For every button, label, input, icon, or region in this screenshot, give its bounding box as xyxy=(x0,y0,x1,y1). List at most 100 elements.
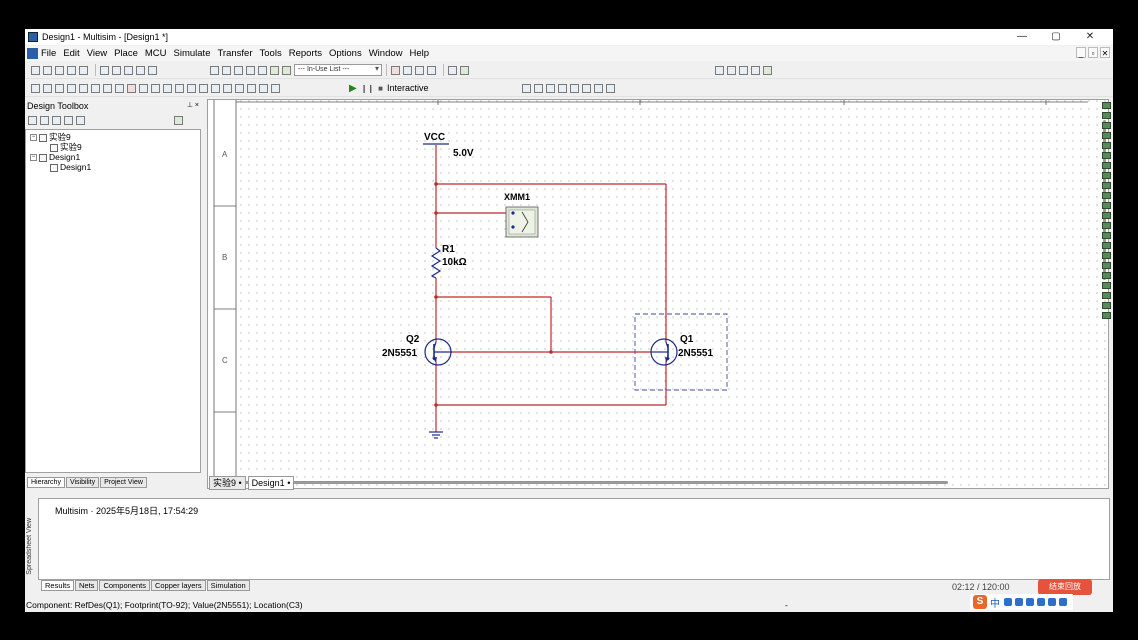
probe-clear-icon[interactable] xyxy=(606,83,616,93)
tab-visibility[interactable]: Visibility xyxy=(65,477,100,488)
new-design-icon[interactable] xyxy=(28,115,37,125)
cut-icon[interactable] xyxy=(100,65,109,75)
transfer-icon[interactable] xyxy=(403,65,412,75)
ni-elvis-icon[interactable] xyxy=(1102,302,1111,309)
agilent-oscilloscope-icon[interactable] xyxy=(1102,262,1111,269)
probe-digital-icon[interactable] xyxy=(582,83,592,93)
power-component-icon[interactable] xyxy=(151,83,160,93)
ime-toolbox-icon[interactable] xyxy=(1048,598,1056,606)
zoom-area-icon[interactable] xyxy=(739,65,748,75)
advanced-peripherals-icon[interactable] xyxy=(175,83,184,93)
ttl-component-icon[interactable] xyxy=(91,83,100,93)
network-analyzer-icon[interactable] xyxy=(1102,232,1111,239)
vertical-scrollbar[interactable] xyxy=(1102,102,1107,486)
tab-design1[interactable]: Design1 • xyxy=(247,476,295,490)
tree-node-sheet[interactable]: Design1 xyxy=(28,162,198,172)
zoom-sheet-icon[interactable] xyxy=(751,65,760,75)
zoom-fit-icon[interactable] xyxy=(763,65,772,75)
basic-component-icon[interactable] xyxy=(43,83,52,93)
menu-mcu[interactable]: MCU xyxy=(144,48,167,59)
spectrum-analyzer-icon[interactable] xyxy=(1102,222,1111,229)
erc-icon[interactable] xyxy=(391,65,400,75)
collapse-icon[interactable]: − xyxy=(30,134,37,142)
in-use-list-dropdown[interactable]: --- In-Use List --- xyxy=(294,64,382,76)
collapse-icon[interactable]: − xyxy=(30,154,37,162)
new-file-icon[interactable] xyxy=(31,65,40,75)
open-file-icon[interactable] xyxy=(43,65,52,75)
logic-analyzer-icon[interactable] xyxy=(1102,192,1111,199)
save-design-icon[interactable] xyxy=(52,115,61,125)
source-component-icon[interactable] xyxy=(31,83,40,93)
undo-icon[interactable] xyxy=(136,65,145,75)
zoom-out-icon[interactable] xyxy=(727,65,736,75)
measurement-probe-icon[interactable] xyxy=(1102,282,1111,289)
wire-icon[interactable] xyxy=(271,83,280,93)
multimeter-xmm1[interactable]: XMM1 xyxy=(504,192,539,238)
database-icon[interactable] xyxy=(234,65,243,75)
paste-icon[interactable] xyxy=(124,65,133,75)
labview-instrument-icon[interactable] xyxy=(1102,292,1111,299)
print-preview-icon[interactable] xyxy=(79,65,88,75)
back-annotate-icon[interactable] xyxy=(415,65,424,75)
sogou-ime-icon[interactable]: S xyxy=(973,595,987,609)
transistor-component-icon[interactable] xyxy=(67,83,76,93)
probe-power-icon[interactable] xyxy=(546,83,556,93)
component-wizard-icon[interactable] xyxy=(246,65,255,75)
agilent-generator-icon[interactable] xyxy=(1102,242,1111,249)
toolbox-pin-close[interactable]: ⊥ × xyxy=(186,102,199,109)
menu-options[interactable]: Options xyxy=(328,48,362,59)
copy-icon[interactable] xyxy=(112,65,121,75)
tab-simulation[interactable]: Simulation xyxy=(206,580,250,591)
current-probe-icon[interactable] xyxy=(1102,312,1111,319)
zoom-in-icon[interactable] xyxy=(715,65,724,75)
probe-current-icon[interactable] xyxy=(534,83,544,93)
delete-design-icon[interactable] xyxy=(76,115,85,125)
probe-settings-icon[interactable] xyxy=(594,83,604,93)
end-replay-button[interactable]: 结束回放 xyxy=(1038,579,1092,595)
bus-icon[interactable] xyxy=(259,83,268,93)
close-design-icon[interactable] xyxy=(64,115,73,125)
misc-component-icon[interactable] xyxy=(163,83,172,93)
agilent-multimeter-icon[interactable] xyxy=(1102,252,1111,259)
find-examples-icon[interactable] xyxy=(448,65,457,75)
electrical-rules-icon[interactable] xyxy=(270,65,279,75)
mcu-component-icon[interactable] xyxy=(235,83,244,93)
netlist-icon[interactable] xyxy=(282,65,291,75)
menu-file[interactable]: File xyxy=(41,48,57,59)
logic-converter-icon[interactable] xyxy=(1102,182,1111,189)
menu-view[interactable]: View xyxy=(86,48,108,59)
forward-annotate-icon[interactable] xyxy=(427,65,436,75)
tab-components[interactable]: Components xyxy=(99,580,150,591)
ime-voice-icon[interactable] xyxy=(1015,598,1023,606)
ime-menu-icon[interactable] xyxy=(1059,598,1067,606)
run-simulation-icon[interactable]: ▶ xyxy=(349,82,357,94)
tab-copper-layers[interactable]: Copper layers xyxy=(150,580,206,591)
doc-minimize-button[interactable]: _ xyxy=(1076,47,1086,58)
toolbox-options-icon[interactable] xyxy=(174,115,183,125)
doc-restore-button[interactable]: ▫ xyxy=(1088,47,1098,58)
stop-simulation-icon[interactable]: ■ xyxy=(378,83,383,93)
menu-edit[interactable]: Edit xyxy=(63,48,80,59)
pause-simulation-icon[interactable]: ❙❙ xyxy=(360,83,375,93)
tab-experiment9[interactable]: 实验9 • xyxy=(209,476,246,490)
menu-simulate[interactable]: Simulate xyxy=(173,48,211,59)
ime-language-toggle[interactable]: 中 xyxy=(990,598,1000,610)
frequency-counter-icon[interactable] xyxy=(1102,162,1111,169)
postprocessor-icon[interactable] xyxy=(258,65,267,75)
tab-hierarchy[interactable]: Hierarchy xyxy=(27,477,65,488)
word-generator-icon[interactable] xyxy=(1102,172,1111,179)
scroll-thumb[interactable] xyxy=(222,481,948,484)
menu-tools[interactable]: Tools xyxy=(259,48,282,59)
redo-icon[interactable] xyxy=(148,65,157,75)
analog-component-icon[interactable] xyxy=(79,83,88,93)
wires[interactable] xyxy=(435,145,667,432)
maximize-button[interactable]: ▢ xyxy=(1051,31,1061,42)
resistor-r1[interactable]: R1 10kΩ xyxy=(430,244,467,279)
tree-node-project[interactable]: −实验9 xyxy=(28,132,198,142)
help-icon[interactable] xyxy=(460,65,469,75)
cmos-component-icon[interactable] xyxy=(103,83,112,93)
schematic-canvas[interactable]: A B C xyxy=(208,100,1109,489)
ni-component-icon[interactable] xyxy=(211,83,220,93)
menu-place[interactable]: Place xyxy=(114,48,138,59)
probe-reference-icon[interactable] xyxy=(570,83,580,93)
